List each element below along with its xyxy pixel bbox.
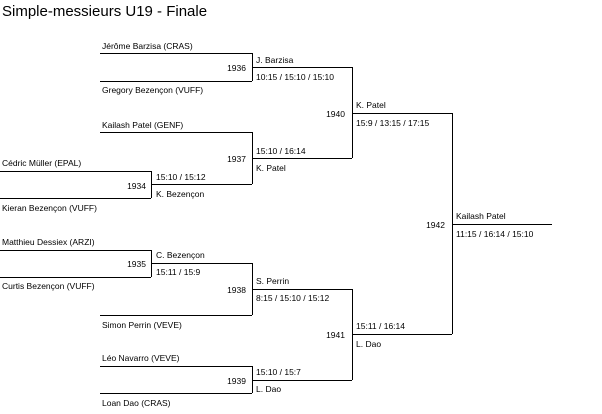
player-gregory-bezencon: Gregory Bezençon (VUFF) — [102, 85, 204, 95]
bracket-line — [452, 224, 552, 225]
bracket-line — [252, 158, 352, 159]
bracket-line — [100, 132, 252, 133]
match-number-1935: 1935 — [127, 259, 146, 269]
winner-1939: L. Dao — [256, 384, 282, 394]
bracket-line — [0, 198, 151, 199]
bracket-line — [100, 53, 252, 54]
winner-1940: K. Patel — [356, 100, 386, 110]
bracket-line — [352, 334, 452, 335]
winner-1936: J. Barzisa — [256, 55, 294, 65]
score-1937: 15:10 / 16:14 — [256, 146, 306, 156]
bracket-line — [252, 380, 352, 381]
bracket-line — [252, 366, 253, 393]
champion-name: Kailash Patel — [456, 211, 506, 221]
match-number-1937: 1937 — [227, 154, 246, 164]
player-curtis-bezencon: Curtis Bezençon (VUFF) — [2, 281, 95, 291]
match-number-1940: 1940 — [326, 109, 345, 119]
bracket-line — [100, 315, 252, 316]
bracket-line — [151, 184, 252, 185]
match-number-1939: 1939 — [227, 376, 246, 386]
match-number-1938: 1938 — [227, 285, 246, 295]
bracket-line — [352, 113, 452, 114]
player-navarro: Léo Navarro (VEVE) — [102, 353, 180, 363]
match-number-1942: 1942 — [426, 220, 445, 230]
bracket-line — [0, 277, 151, 278]
score-1940: 15:9 / 13:15 / 17:15 — [356, 118, 430, 128]
match-number-1936: 1936 — [227, 63, 246, 73]
winner-1935: C. Bezençon — [156, 250, 205, 260]
page-title: Simple-messieurs U19 - Finale — [2, 3, 208, 20]
player-kailash-patel: Kailash Patel (GENF) — [102, 120, 184, 130]
score-1942: 11:15 / 16:14 / 15:10 — [456, 229, 534, 239]
bracket-line — [0, 250, 151, 251]
score-1939: 15:10 / 15:7 — [256, 367, 301, 377]
bracket-line — [252, 289, 352, 290]
player-kieran-bezencon: Kieran Bezençon (VUFF) — [2, 203, 97, 213]
score-1934: 15:10 / 15:12 — [156, 172, 206, 182]
player-muller: Cédric Müller (EPAL) — [2, 158, 82, 168]
bracket-line — [452, 113, 453, 334]
score-1938: 8:15 / 15:10 / 15:12 — [256, 293, 330, 303]
bracket-line — [0, 171, 151, 172]
winner-1934: K. Bezençon — [156, 189, 205, 199]
score-1941: 15:11 / 16:14 — [356, 321, 405, 331]
score-1936: 10:15 / 15:10 / 15:10 — [256, 72, 334, 82]
player-dessiex: Matthieu Dessiex (ARZI) — [2, 237, 95, 247]
player-dao: Loan Dao (CRAS) — [102, 398, 171, 408]
match-number-1934: 1934 — [127, 181, 146, 191]
bracket-line — [352, 67, 353, 158]
bracket-line — [100, 393, 252, 394]
bracket-line — [151, 263, 252, 264]
bracket-line — [252, 67, 352, 68]
winner-1938: S. Perrin — [256, 276, 290, 286]
winner-1941: L. Dao — [356, 339, 382, 349]
player-barzisa: Jérôme Barzisa (CRAS) — [102, 41, 193, 51]
bracket-line — [100, 81, 252, 82]
winner-1937: K. Patel — [256, 163, 286, 173]
score-1935: 15:11 / 15:9 — [156, 267, 201, 277]
match-number-1941: 1941 — [326, 330, 345, 340]
player-perrin: Simon Perrin (VEVE) — [102, 320, 182, 330]
bracket-line — [100, 366, 252, 367]
